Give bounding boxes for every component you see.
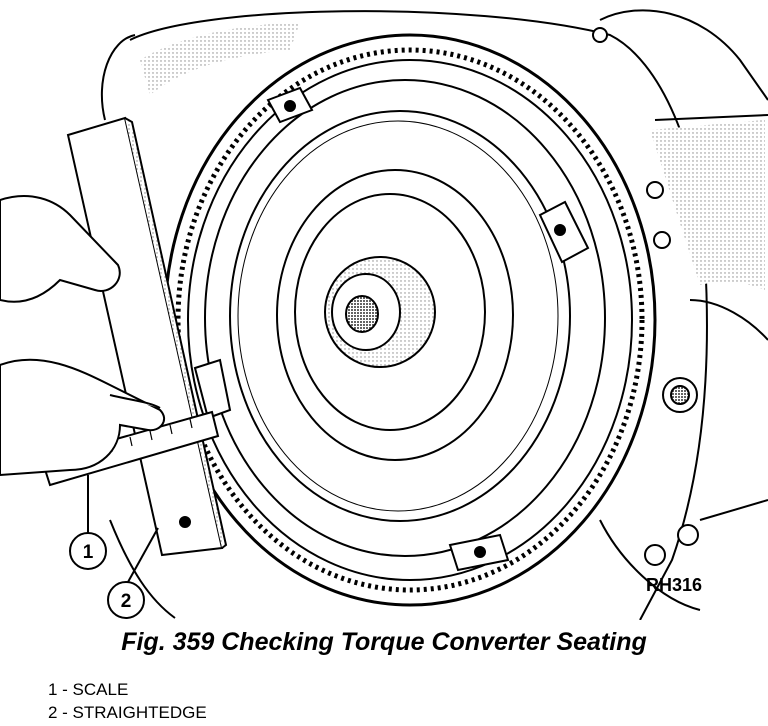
reference-code: RH316 [646,575,702,595]
bolt-holes [592,27,699,566]
callout-1: 1 [69,475,107,570]
callout-2-number: 2 [121,591,132,612]
straightedge-tool [66,116,228,557]
legend-item-scale: 1 - SCALE [48,680,129,699]
callout-1-number: 1 [83,542,94,563]
converter-lugs [193,86,590,572]
housing-shading [140,22,300,95]
callout-2: 2 [107,527,159,619]
converter-hub [324,256,436,368]
figure-caption: Fig. 359 Checking Torque Converter Seati… [121,628,647,656]
housing-shading-right [650,120,765,290]
hands [0,195,166,477]
legend-item-straightedge: 2 - STRAIGHTEDGE [48,703,207,722]
illustration: 1 2 RH316 [0,9,768,620]
transmission-housing [100,9,768,620]
torque-converter [204,79,606,557]
